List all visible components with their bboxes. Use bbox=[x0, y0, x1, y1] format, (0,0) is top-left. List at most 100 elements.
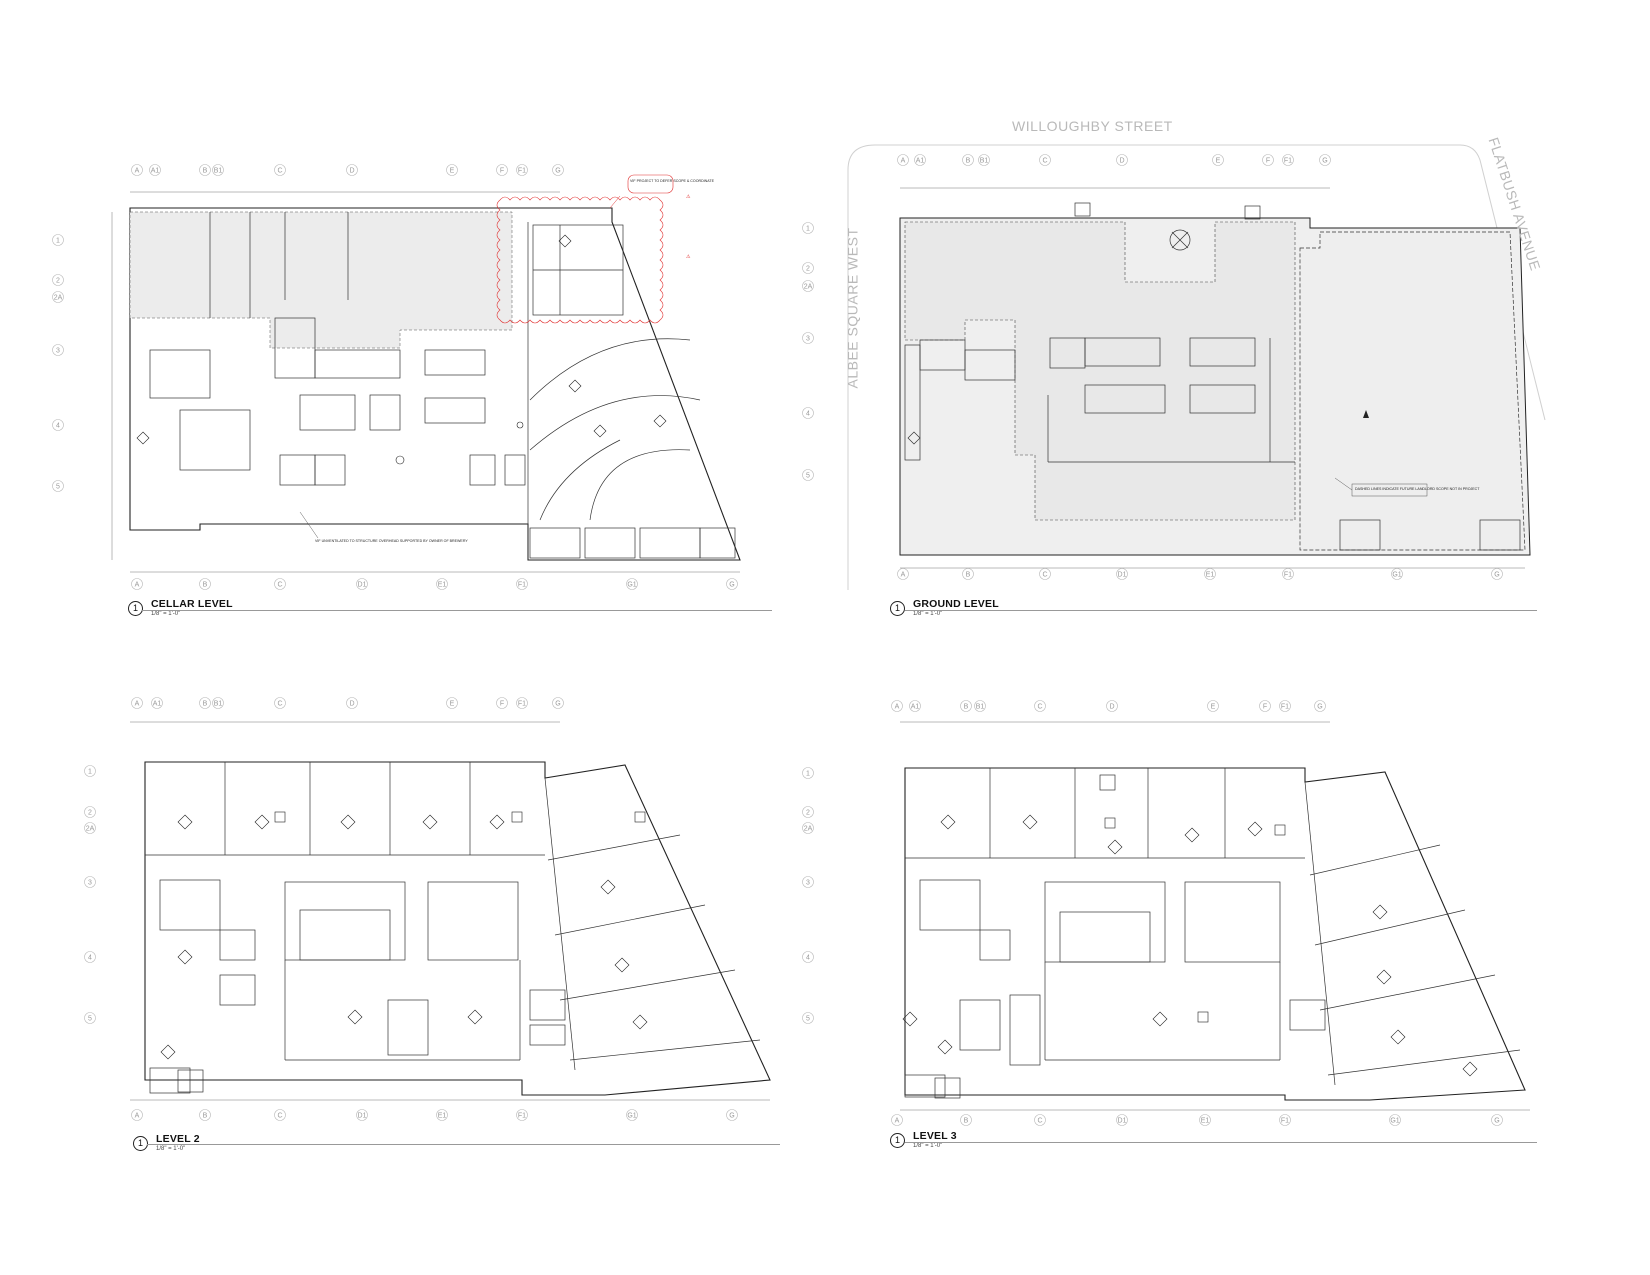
level2-grid-col-bottom-d1: D1 bbox=[358, 1112, 367, 1119]
ground-grid-col-top-a: A bbox=[901, 157, 906, 164]
level2-grid-col-bottom-e1-bubble bbox=[436, 1109, 448, 1121]
level3-grid-col-top-b-bubble bbox=[960, 700, 972, 712]
level2-grid-col-bottom-g1: G1 bbox=[627, 1112, 636, 1119]
cellar-grid-row-1: 1 bbox=[56, 237, 60, 244]
level2-grid-col-top-e-bubble bbox=[446, 697, 458, 709]
level2-title-rule bbox=[147, 1144, 780, 1145]
cellar-grid-row-1-bubble bbox=[52, 234, 64, 246]
ground-grid-row-5-bubble bbox=[802, 469, 814, 481]
level3-grid-col-bottom-f1: F1 bbox=[1281, 1117, 1289, 1124]
ground-grid-col-top-a1: A1 bbox=[916, 157, 925, 164]
level2-grid-col-bottom-g: G bbox=[729, 1112, 734, 1119]
cellar-grid-col-bottom-f1-bubble bbox=[516, 578, 528, 590]
cellar-grid-col-bottom-a-bubble bbox=[131, 578, 143, 590]
ground-grid-col-top-a-bubble bbox=[897, 154, 909, 166]
level2-grid-col-bottom-f1: F1 bbox=[518, 1112, 526, 1119]
ground-grid-col-bottom-g1: G1 bbox=[1392, 571, 1401, 578]
level3-grid-col-top-c: C bbox=[1037, 703, 1042, 710]
ground-title: GROUND LEVEL bbox=[913, 598, 999, 610]
level3-grid-row-3-bubble bbox=[802, 876, 814, 888]
level3-grid-col-top-g-bubble bbox=[1314, 700, 1326, 712]
cellar-grid-col-top-a1: A1 bbox=[151, 167, 160, 174]
ground-grid-col-top-g-bubble bbox=[1319, 154, 1331, 166]
cellar-grid-col-top-b-bubble bbox=[199, 164, 211, 176]
cellar-grid-col-bottom-g1-bubble bbox=[626, 578, 638, 590]
ground-grid-col-bottom-g-bubble bbox=[1491, 568, 1503, 580]
cellar-grid-col-bottom-c-bubble bbox=[274, 578, 286, 590]
level3-grid-col-bottom-a-bubble bbox=[891, 1114, 903, 1126]
cellar-grid-col-top-e-bubble bbox=[446, 164, 458, 176]
ground-grid-col-bottom-c: C bbox=[1042, 571, 1047, 578]
level3-grid-row-1: 1 bbox=[806, 770, 810, 777]
cellar-grid-row-2: 2 bbox=[56, 277, 60, 284]
cellar-grid-col-top-g: G bbox=[555, 167, 560, 174]
cellar-grid-row-2-bubble bbox=[52, 274, 64, 286]
cellar-cloud-note: VIF PROJECT TO DEFER SCOPE & COORDINATE bbox=[630, 179, 715, 183]
ground-grid-col-bottom-d1-bubble bbox=[1116, 568, 1128, 580]
level2-grid-col-top-b: B bbox=[203, 700, 208, 707]
level2-grid-col-bottom-a: A bbox=[135, 1112, 140, 1119]
level3-title-block: 1 LEVEL 3 1/8" = 1'-0" bbox=[890, 1130, 957, 1149]
ground-grid-col-bottom-a: A bbox=[901, 571, 906, 578]
cellar-grid-col-top-f1: F1 bbox=[518, 167, 526, 174]
level3-grid-col-bottom-a: A bbox=[895, 1117, 900, 1124]
level2-grid-col-top-e: E bbox=[450, 700, 455, 707]
cellar-grid-row-5-bubble bbox=[52, 480, 64, 492]
level2-grid-col-top-g: G bbox=[555, 700, 560, 707]
cellar-title-rule bbox=[142, 610, 772, 611]
cellar-grid-col-bottom-g-bubble bbox=[726, 578, 738, 590]
level2-grid-col-top-c: C bbox=[277, 700, 282, 707]
cellar-grid-row-5: 5 bbox=[56, 483, 60, 490]
ground-grid-col-top-b-bubble bbox=[962, 154, 974, 166]
level3-grid-row-2-bubble bbox=[802, 806, 814, 818]
plan-ground-level: DASHED LINES INDICATE FUTURE LANDLORD SC… bbox=[802, 118, 1546, 617]
ground-grid-row-2: 2 bbox=[806, 265, 810, 272]
level2-grid-col-bottom-c: C bbox=[277, 1112, 282, 1119]
level2-title-block: 1 LEVEL 2 1/8" = 1'-0" bbox=[133, 1133, 200, 1152]
level3-grid-col-bottom-g-bubble bbox=[1491, 1114, 1503, 1126]
level3-grid-row-2: 2 bbox=[806, 809, 810, 816]
level3-grid-col-top-a1: A1 bbox=[911, 703, 920, 710]
cellar-grid-col-top-c-bubble bbox=[274, 164, 286, 176]
level2-grid-row-2a: 2A bbox=[86, 825, 95, 832]
level2-grid-row-5-bubble bbox=[84, 1012, 96, 1024]
cellar-grid-col-top-a-bubble bbox=[131, 164, 143, 176]
level2-grid-col-bottom-b-bubble bbox=[199, 1109, 211, 1121]
level2-grid-row-4-bubble bbox=[84, 951, 96, 963]
cellar-grid-row-4: 4 bbox=[56, 422, 60, 429]
level3-grid-col-bottom-e1: E1 bbox=[1201, 1117, 1210, 1124]
level2-grid-col-top-a: A bbox=[135, 700, 140, 707]
cellar-grid-col-top-d-bubble bbox=[346, 164, 358, 176]
level2-grid-row-2-bubble bbox=[84, 806, 96, 818]
level3-grid-col-top-a: A bbox=[895, 703, 900, 710]
cellar-grid-col-top-b1: B1 bbox=[214, 167, 223, 174]
ground-grid-row-4-bubble bbox=[802, 407, 814, 419]
level3-grid-row-3: 3 bbox=[806, 879, 810, 886]
cellar-grid-col-bottom-g: G bbox=[729, 581, 734, 588]
level2-scale: 1/8" = 1'-0" bbox=[156, 1146, 186, 1152]
level3-grid-col-top-e-bubble bbox=[1207, 700, 1219, 712]
level2-grid-col-top-b1-bubble bbox=[212, 697, 224, 709]
level2-grid-col-bottom-g1-bubble bbox=[626, 1109, 638, 1121]
ground-grid-col-top-d-bubble bbox=[1116, 154, 1128, 166]
ground-title-rule bbox=[905, 610, 1537, 611]
ground-grid-col-bottom-g1-bubble bbox=[1391, 568, 1403, 580]
cellar-grid-row-2a-bubble bbox=[52, 291, 64, 303]
ground-grid-col-top-c: C bbox=[1042, 157, 1047, 164]
level2-grid-col-bottom-c-bubble bbox=[274, 1109, 286, 1121]
level3-grid-col-top-f1-bubble bbox=[1279, 700, 1291, 712]
cellar-grid-col-top-a: A bbox=[135, 167, 140, 174]
cellar-grid-col-bottom-b-bubble bbox=[199, 578, 211, 590]
cellar-grid-col-bottom-d1: D1 bbox=[358, 581, 367, 588]
level2-grid-col-top-f: F bbox=[500, 700, 504, 707]
ground-grid-col-bottom-b-bubble bbox=[962, 568, 974, 580]
ground-grid-row-1-bubble bbox=[802, 222, 814, 234]
level2-grid-col-top-b1: B1 bbox=[214, 700, 223, 707]
cellar-grid-row-3-bubble bbox=[52, 344, 64, 356]
ground-grid-col-top-b1-bubble bbox=[978, 154, 990, 166]
ground-grid-col-bottom-c-bubble bbox=[1039, 568, 1051, 580]
ground-scale: 1/8" = 1'-0" bbox=[913, 611, 943, 617]
